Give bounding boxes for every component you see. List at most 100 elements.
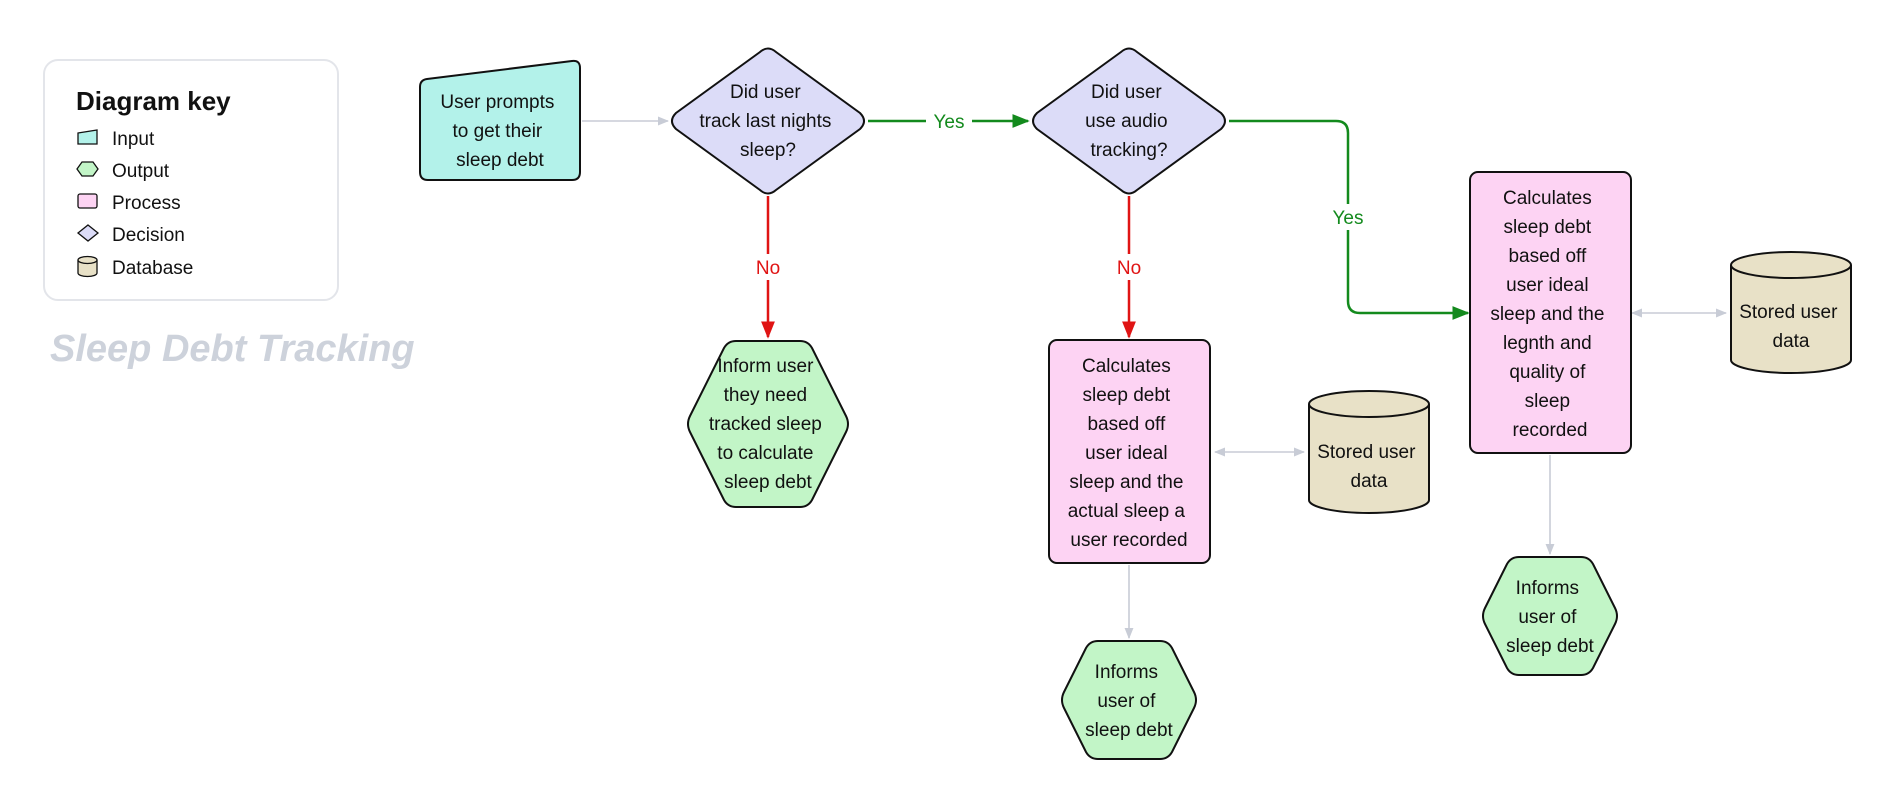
node-output-right-text: Informs user of sleep debt: [1506, 578, 1594, 657]
legend-item-decision: Decision: [76, 224, 185, 246]
node-db-right-text: Stored user data: [1739, 302, 1843, 352]
node-process-actual-line: user recorded: [1070, 530, 1187, 551]
edge-label-yes-1: Yes: [934, 112, 965, 133]
node-decision-audio-shape: [1032, 47, 1226, 195]
node-process-quality-line: quality of: [1509, 362, 1586, 383]
node-output-middle-line: Informs: [1095, 662, 1158, 683]
node-output-right-line: sleep debt: [1506, 636, 1594, 657]
rectangle-icon: [77, 193, 98, 209]
node-input-line: sleep debt: [456, 150, 544, 171]
node-process-quality-line: sleep: [1525, 391, 1570, 412]
node-decision-tracked: Did user track last nights sleep?: [671, 47, 865, 195]
legend-label-input: Input: [112, 129, 155, 150]
node-output-right-line: user of: [1518, 607, 1577, 628]
node-db-middle-line: Stored user: [1317, 442, 1416, 463]
node-process-actual-line: user ideal: [1085, 443, 1167, 464]
node-process-quality-text: Calculates sleep debt based off user ide…: [1490, 188, 1609, 441]
node-decision-tracked-line: sleep?: [740, 140, 796, 161]
node-output-middle-shape: [1061, 640, 1197, 760]
node-process-actual-line: Calculates: [1082, 356, 1171, 377]
node-process-quality-line: based off: [1508, 246, 1587, 267]
node-output-right-line: Informs: [1516, 578, 1579, 599]
node-db-right-line: Stored user: [1739, 302, 1838, 323]
node-output-need-sleep-shape: [687, 340, 849, 508]
node-process-actual-line: based off: [1087, 414, 1166, 435]
node-process-quality-shape: [1469, 171, 1632, 454]
node-decision-audio-line: Did user: [1091, 82, 1162, 103]
node-process-quality-line: user ideal: [1506, 275, 1588, 296]
legend-item-output: Output: [76, 161, 170, 182]
node-output-right: Informs user of sleep debt: [1482, 556, 1618, 676]
node-output-need-sleep-text: Inform user they need tracked sleep to c…: [709, 356, 827, 493]
node-db-middle-line: data: [1351, 471, 1388, 492]
node-process-quality-line: sleep debt: [1504, 217, 1592, 238]
node-process-actual-line: sleep and the: [1069, 472, 1183, 493]
node-decision-audio-line: tracking?: [1090, 140, 1167, 161]
node-output-need-sleep-line: sleep debt: [724, 472, 812, 493]
node-output-need-sleep-line: to calculate: [717, 443, 813, 464]
input-icon: [77, 129, 98, 145]
diagram-key-title: Diagram key: [76, 86, 231, 116]
edge-label-yes-2: Yes: [1333, 208, 1364, 229]
node-process-actual-line: actual sleep a: [1068, 501, 1186, 522]
node-decision-tracked-line: Did user: [730, 82, 801, 103]
node-input-line: User prompts: [440, 92, 554, 113]
node-process-quality-line: Calculates: [1503, 188, 1592, 209]
diagram-key-box: [43, 59, 339, 301]
node-db-middle: Stored user data: [1308, 390, 1430, 514]
node-output-middle-line: sleep debt: [1085, 720, 1173, 741]
node-process-quality-line: sleep and the: [1490, 304, 1604, 325]
node-input-line: to get their: [452, 121, 542, 142]
node-db-right: Stored user data: [1730, 251, 1852, 374]
diamond-icon: [76, 224, 100, 242]
node-db-right-body: [1730, 265, 1852, 374]
node-decision-audio-text: Did user use audio tracking?: [1085, 82, 1173, 161]
node-decision-tracked-shape: [671, 47, 865, 195]
legend-label-output: Output: [112, 161, 170, 182]
node-decision-audio-line: use audio: [1085, 111, 1167, 132]
cylinder-icon: [77, 260, 98, 278]
node-output-middle-line: user of: [1097, 691, 1156, 712]
edge-label-yes-2-bg: [1325, 204, 1371, 230]
node-output-need-sleep-line: tracked sleep: [709, 414, 822, 435]
node-output-middle-text: Informs user of sleep debt: [1085, 662, 1173, 741]
edge-label-no-2: No: [1117, 258, 1141, 279]
node-output-need-sleep-line: Inform user: [717, 356, 814, 377]
legend-label-decision: Decision: [112, 225, 185, 246]
node-input: User prompts to get their sleep debt: [419, 59, 581, 181]
node-decision-audio: Did user use audio tracking?: [1032, 47, 1226, 195]
cylinder-icon-top: [77, 255, 98, 265]
node-db-right-top: [1730, 251, 1852, 279]
node-process-quality-line: legnth and: [1503, 333, 1592, 354]
node-process-actual-line: sleep debt: [1083, 385, 1171, 406]
node-input-text: User prompts to get their sleep debt: [440, 92, 559, 171]
node-db-middle-text: Stored user data: [1317, 442, 1421, 492]
node-db-middle-top: [1308, 390, 1430, 418]
node-process-quality: Calculates sleep debt based off user ide…: [1469, 171, 1632, 454]
node-output-need-sleep: Inform user they need tracked sleep to c…: [687, 340, 849, 508]
hexagon-icon: [76, 161, 99, 177]
node-output-middle: Informs user of sleep debt: [1061, 640, 1197, 760]
node-output-right-shape: [1482, 556, 1618, 676]
edge-label-yes-1-bg: [926, 108, 972, 134]
page-title: Sleep Debt Tracking: [50, 328, 415, 370]
edge-label-no-1: No: [756, 258, 780, 279]
node-decision-tracked-line: track last nights: [699, 111, 831, 132]
node-db-right-line: data: [1773, 331, 1810, 352]
legend-item-database: Database: [77, 255, 193, 279]
diagram-key: Diagram key Input Output Process Decisio…: [43, 59, 339, 301]
node-output-need-sleep-line: they need: [724, 385, 807, 406]
legend-label-database: Database: [112, 258, 193, 279]
legend-item-process: Process: [77, 193, 181, 214]
node-db-middle-body: [1308, 404, 1430, 514]
legend-label-process: Process: [112, 193, 181, 214]
node-input-shape: [419, 59, 581, 181]
node-process-actual: Calculates sleep debt based off user ide…: [1048, 339, 1211, 564]
legend-item-input: Input: [77, 129, 155, 150]
node-process-quality-line: recorded: [1513, 420, 1588, 441]
node-process-actual-text: Calculates sleep debt based off user ide…: [1068, 356, 1191, 551]
edge-label-no-1-bg: [748, 254, 788, 280]
node-decision-tracked-text: Did user track last nights sleep?: [699, 82, 836, 161]
edge-label-no-2-bg: [1109, 254, 1149, 280]
